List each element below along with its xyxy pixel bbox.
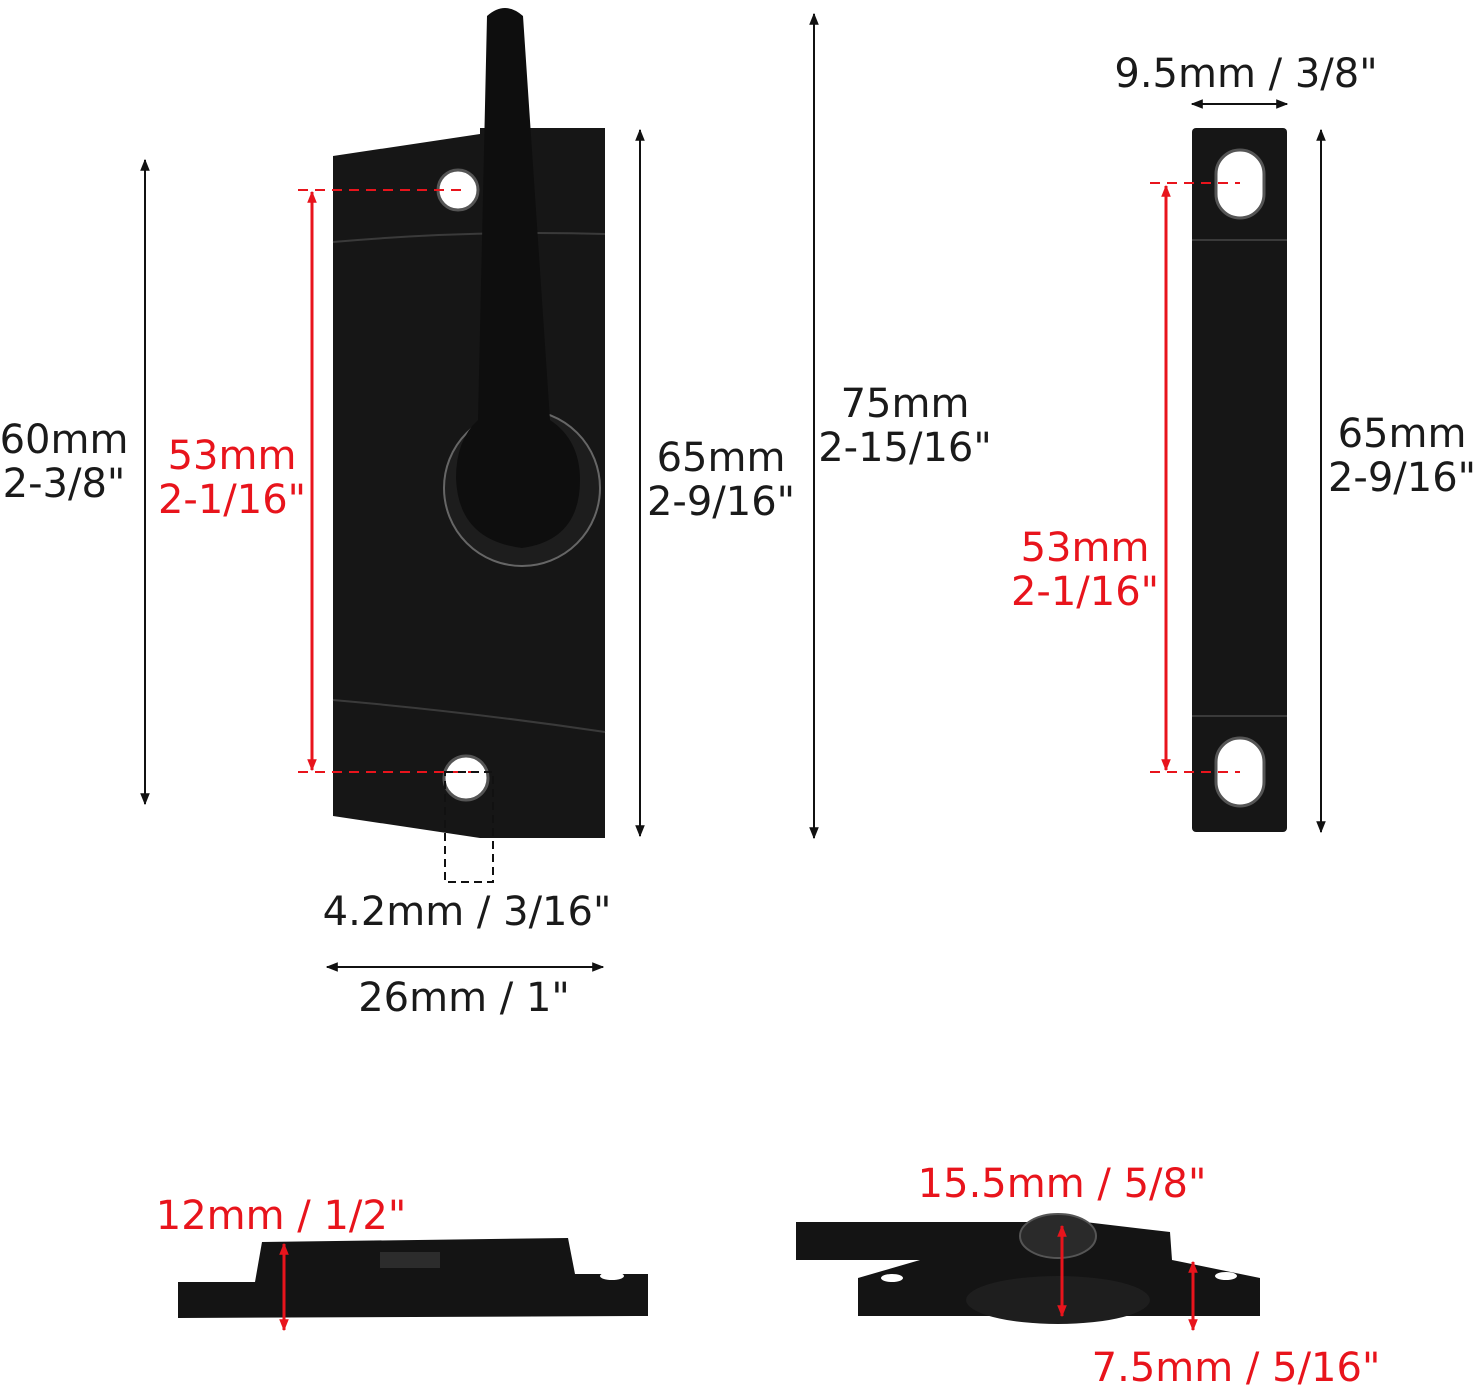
keeper-height-mm: 65mm (1337, 411, 1467, 457)
keeper-height-inch: 2-9/16" (1327, 455, 1474, 501)
latch-plate-height-inch: 2-9/16" (646, 479, 796, 525)
latch-lever-handle (456, 8, 580, 548)
latch-side-view (796, 1213, 1260, 1324)
latch-hole-spacing-label: 53mm 2-1/16" (158, 434, 306, 522)
keeper-front-view (1192, 128, 1287, 832)
latch-height-outer-inch: 2-3/8" (2, 461, 126, 507)
keeper-body (1192, 128, 1287, 832)
latch-thickness-label: 15.5mm / 5/8" (917, 1161, 1207, 1207)
latch-plate-top-bevel (332, 232, 606, 243)
latch-cam-knob (1019, 1213, 1097, 1259)
latch-total-height-mm: 75mm (840, 381, 970, 427)
keeper-thickness-label: 12mm / 1/2" (155, 1193, 407, 1239)
keeper-height-label: 65mm 2-9/16" (1328, 412, 1474, 500)
keeper-side-view (178, 1238, 648, 1318)
latch-base-thickness-label: 7.5mm / 5/16" (1091, 1345, 1381, 1391)
latch-bottom-screw-hole (442, 754, 490, 802)
latch-hole-diameter-label: 4.2mm / 3/16" (322, 889, 612, 935)
latch-hole-reference-lines (298, 189, 476, 773)
keeper-hole-spacing-label: 53mm 2-1/16" (1011, 526, 1159, 614)
latch-width-label: 26mm / 1" (358, 975, 570, 1021)
keeper-width-label: 9.5mm / 3/8" (1114, 51, 1378, 97)
latch-height-outer-label: 60mm 2-3/8" (0, 418, 128, 506)
latch-total-height-inch: 2-15/16" (818, 425, 992, 471)
hole-diameter-box (444, 771, 494, 883)
keeper-hole-spacing-inch: 2-1/16" (1010, 569, 1160, 615)
keeper-hole-spacing-mm: 53mm (1020, 525, 1150, 571)
latch-hole-spacing-mm: 53mm (167, 433, 297, 479)
latch-total-height-label: 75mm 2-15/16" (818, 382, 992, 470)
latch-front-view (332, 8, 606, 838)
latch-plate-bottom-bevel (332, 699, 606, 733)
latch-plate-height-label: 65mm 2-9/16" (647, 436, 795, 524)
latch-height-outer-mm: 60mm (0, 417, 129, 463)
keeper-hole-reference-lines (1150, 182, 1240, 773)
latch-plate-height-mm: 65mm (656, 435, 786, 481)
latch-hole-spacing-inch: 2-1/16" (157, 477, 307, 523)
